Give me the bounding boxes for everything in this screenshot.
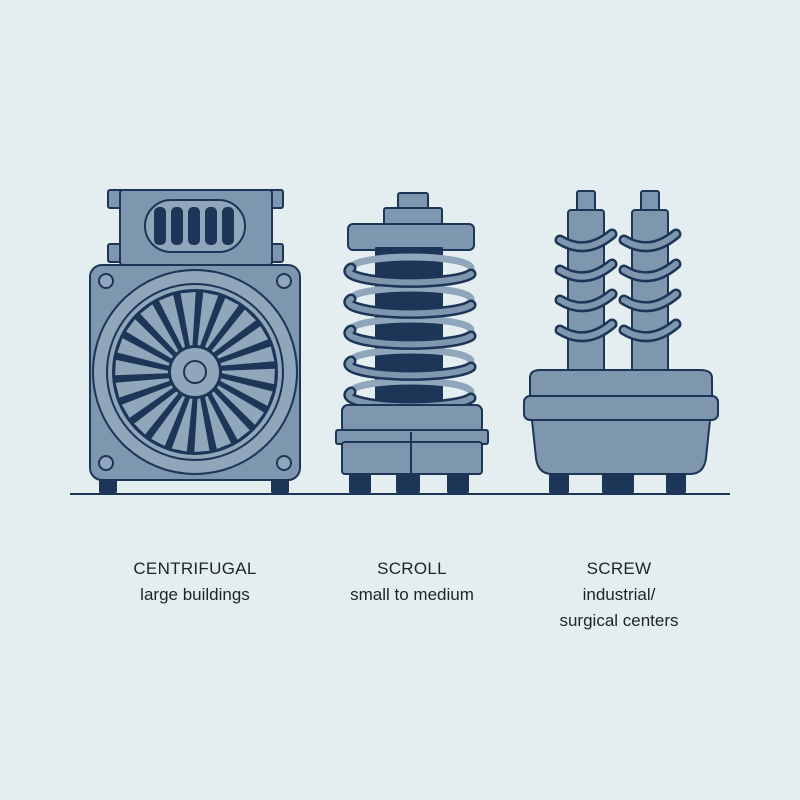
coil-back bbox=[347, 377, 475, 396]
coil-front bbox=[345, 296, 474, 317]
centrifugal-label: CENTRIFUGAL large buildings bbox=[75, 556, 315, 608]
rotor-thread bbox=[557, 291, 615, 310]
fan-blade bbox=[134, 391, 179, 435]
compressor-name: SCREW bbox=[586, 559, 652, 578]
rotor-thread bbox=[621, 321, 679, 340]
coil-back bbox=[347, 253, 475, 272]
fan-blade bbox=[217, 326, 269, 359]
fan-blade bbox=[211, 391, 250, 440]
scroll-label: SCROLL small to medium bbox=[292, 556, 532, 608]
coil-back bbox=[347, 315, 475, 334]
fan-blade bbox=[205, 298, 239, 348]
compressor-name: CENTRIFUGAL bbox=[133, 559, 257, 578]
compressor-use: industrial/ surgical centers bbox=[559, 585, 679, 630]
fan-blade bbox=[140, 304, 179, 353]
fan-blade bbox=[180, 292, 196, 346]
fan-blade bbox=[211, 309, 256, 353]
fan-blade bbox=[220, 346, 275, 366]
compressor-use: small to medium bbox=[350, 585, 474, 604]
screw-compressor-icon bbox=[523, 190, 719, 495]
rotor-thread bbox=[621, 261, 679, 280]
fan-blade bbox=[171, 398, 193, 452]
fan-blade bbox=[151, 396, 185, 446]
scroll-compressor-icon bbox=[335, 192, 489, 495]
coil-front bbox=[345, 265, 474, 286]
fan-blade bbox=[222, 368, 275, 385]
screw-label: SCREW industrial/ surgical centers bbox=[499, 556, 739, 634]
fan-blade bbox=[220, 378, 273, 406]
rotor-thread bbox=[621, 291, 679, 310]
fan-blade bbox=[197, 292, 219, 346]
coil-back bbox=[347, 346, 475, 365]
centrifugal-compressor-icon bbox=[89, 189, 301, 495]
compressor-name: SCROLL bbox=[377, 559, 447, 578]
fan-blade bbox=[217, 385, 264, 425]
fan-blade bbox=[115, 378, 170, 398]
fan-blade bbox=[121, 385, 173, 418]
coil-front bbox=[345, 327, 474, 348]
fan-blade bbox=[194, 398, 210, 452]
fan-blade bbox=[158, 295, 185, 348]
rotor-thread bbox=[557, 321, 615, 340]
compressor-use: large buildings bbox=[140, 585, 250, 604]
coil-front bbox=[345, 358, 474, 379]
coil-back bbox=[347, 284, 475, 303]
fan-blade bbox=[205, 396, 232, 449]
fan-blade bbox=[115, 359, 168, 376]
fan-blades bbox=[115, 292, 275, 452]
rotor-thread bbox=[557, 261, 615, 280]
fan-blade bbox=[117, 338, 170, 366]
fan-blade bbox=[126, 319, 173, 359]
rotor-thread bbox=[621, 231, 679, 250]
rotor-thread bbox=[557, 231, 615, 250]
